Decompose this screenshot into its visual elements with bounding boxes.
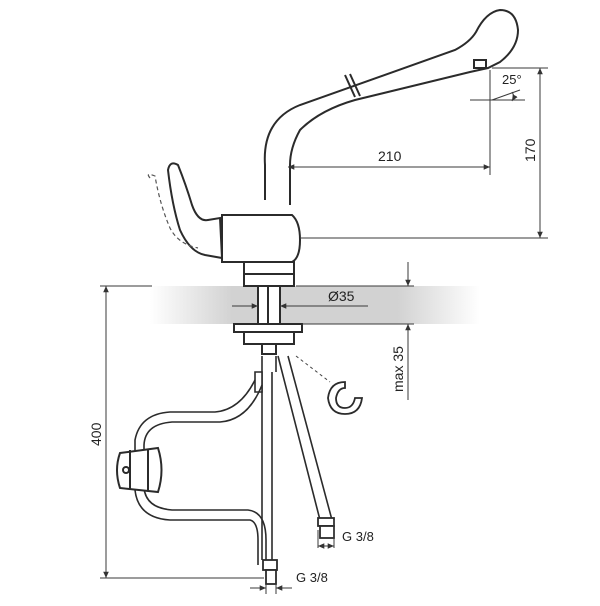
countertop — [150, 286, 480, 324]
faucet-body — [221, 214, 302, 287]
max-thickness-label: max 35 — [390, 346, 406, 392]
hoses — [254, 355, 333, 560]
mounting-shank — [233, 285, 303, 355]
connector-bottom-label: G 3/8 — [296, 570, 328, 585]
retaining-clip — [295, 355, 364, 415]
hole-diameter-label: Ø35 — [328, 288, 355, 304]
hose-weight — [116, 446, 163, 494]
reach-label: 210 — [378, 148, 402, 164]
dimension-lines — [100, 67, 548, 594]
spout — [263, 8, 520, 205]
connector-right — [317, 517, 335, 539]
lever-handle — [147, 162, 224, 260]
hose-length-label: 400 — [88, 422, 104, 446]
connector-bottom — [262, 559, 278, 585]
connector-right-label: G 3/8 — [342, 529, 374, 544]
angle-label: 25° — [502, 72, 522, 87]
height-label: 170 — [522, 138, 538, 162]
spray-nozzle — [473, 59, 487, 69]
